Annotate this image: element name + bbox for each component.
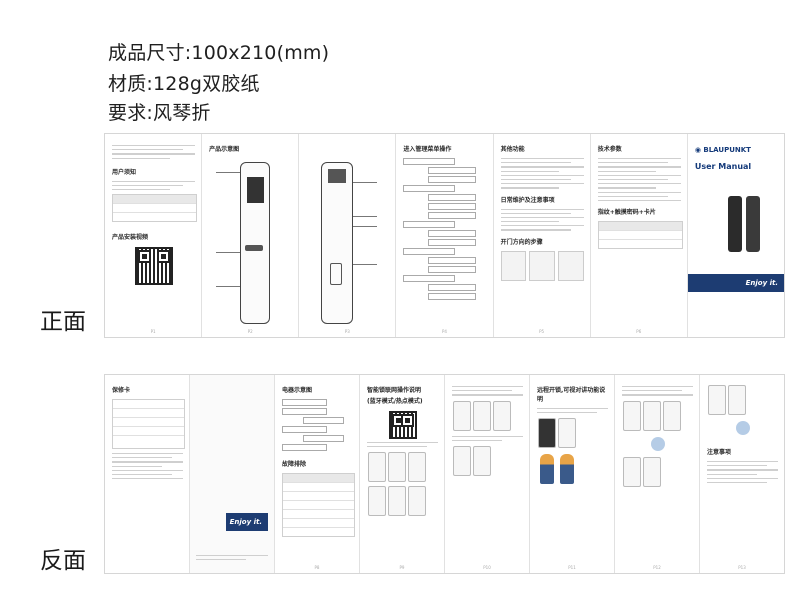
panel-title: 电器示意图: [282, 387, 313, 394]
front-panel-6: 技术参数 指纹+触摸密码+卡片 P6: [590, 134, 688, 337]
page-number: P10: [483, 565, 491, 570]
back-panel-8: 注意事项 P13: [700, 375, 784, 573]
page-number: P8: [314, 565, 320, 570]
front-panel-2: 产品示意图 P2: [202, 134, 300, 337]
page-number: P13: [738, 565, 746, 570]
panel-title: 注意事项: [707, 449, 732, 456]
qr-code-icon: [388, 411, 417, 439]
enjoy-banner: Enjoy it.: [687, 274, 784, 292]
front-panel-1: 用户须知 产品安装视频 P1: [105, 134, 203, 337]
panel-title: 产品示意图: [209, 146, 240, 153]
back-panel-4: 智能锁联网操作说明 (蓝牙模式/热点模式) P9: [360, 375, 445, 573]
brand-logo: BLAUPUNKT: [695, 146, 778, 154]
product-image: [745, 196, 760, 252]
panel-title: 日常维护及注意事项: [500, 196, 555, 204]
panel-title: 开门方向的步骤: [500, 238, 543, 246]
page-number: P6: [636, 329, 642, 334]
spec-size: 成品尺寸:100x210(mm): [108, 42, 330, 64]
warranty-table: [112, 399, 185, 449]
page-number: P4: [442, 329, 447, 334]
panel-title: 技术参数: [597, 146, 622, 153]
back-panel-5: P10: [445, 375, 530, 573]
page-number: P12: [653, 565, 661, 570]
front-panel-5: 其他功能 日常维护及注意事项 开门方向的步骤 P5: [493, 134, 591, 337]
panel-subtitle: (蓝牙模式/热点模式): [367, 398, 423, 405]
lock-front-illustration: [240, 162, 271, 324]
lock-back-illustration: [321, 162, 354, 324]
back-panel-7: P12: [615, 375, 700, 573]
page-number: P9: [399, 565, 405, 570]
back-panel-3: 电器示意图 故障排除 P8: [275, 375, 360, 573]
panel-title: 保修卡: [112, 387, 131, 394]
info-table: [112, 194, 198, 223]
back-panel-2: Enjoy it.: [190, 375, 275, 573]
wiring-diagram: [282, 399, 353, 451]
panel-title: 产品安装视频: [112, 234, 149, 242]
page-number: P11: [568, 565, 576, 570]
panel-title: 其他功能: [500, 146, 525, 153]
page-number: P3: [344, 329, 350, 334]
label-front: 正面: [40, 309, 86, 335]
menu-flowchart: [403, 158, 486, 300]
spec-material: 材质:128g双胶纸: [108, 73, 260, 95]
front-panel-4: 进入管理菜单操作 P4: [396, 134, 494, 337]
front-sheet: 用户须知 产品安装视频 P1 产品示意图 P2 P3 进入管理菜单操作: [104, 133, 785, 338]
cover-title: User Manual: [694, 162, 752, 171]
panel-title: 故障排除: [282, 461, 307, 468]
panel-title: 进入管理菜单操作: [403, 146, 452, 153]
page-number: P5: [539, 329, 545, 334]
qr-code-icon: [134, 247, 173, 286]
enjoy-banner: Enjoy it.: [226, 513, 268, 531]
panel-subtitle: 指纹+触摸密码+卡片: [597, 209, 656, 217]
product-image: [727, 196, 742, 252]
page-number: P1: [150, 329, 156, 334]
back-sheet: 保修卡 Enjoy it. 电器示意图 故障排除 P8 智能锁联网操作说明 (蓝…: [104, 374, 785, 574]
back-panel-6: 远程开锁,可视对讲功能说明 P11: [530, 375, 615, 573]
troubleshoot-table: [282, 473, 355, 537]
spec-table: [597, 221, 683, 250]
page-number: P2: [247, 329, 253, 334]
front-panel-cover: BLAUPUNKT User Manual Enjoy it.: [687, 134, 784, 337]
panel-title: 用户须知: [112, 168, 137, 176]
back-panel-1: 保修卡: [105, 375, 190, 573]
spec-requirement: 要求:风琴折: [108, 102, 211, 124]
panel-title: 智能锁联网操作说明: [367, 387, 422, 394]
label-back: 反面: [40, 548, 86, 574]
front-panel-3: P3: [299, 134, 397, 337]
panel-title: 远程开锁,可视对讲功能说明: [537, 387, 606, 403]
